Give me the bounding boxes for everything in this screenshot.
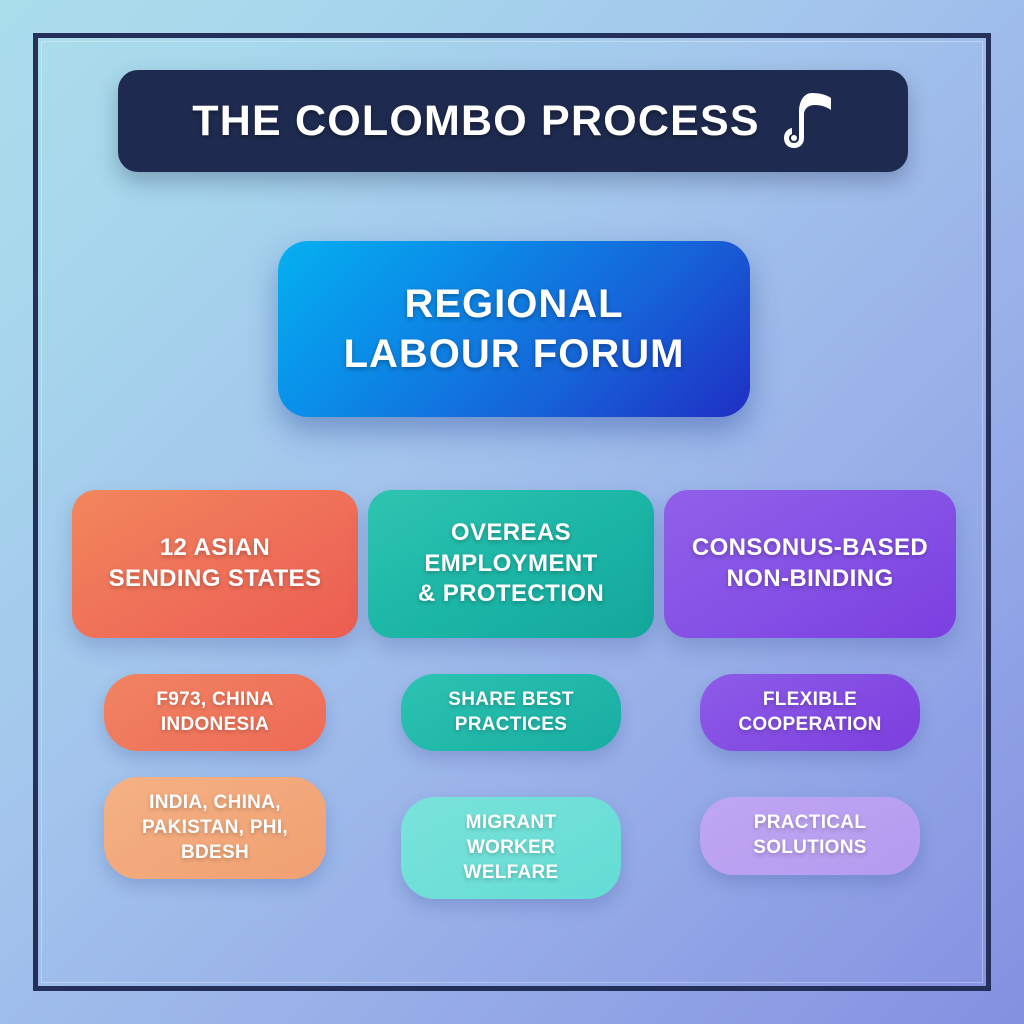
title-banner: THE COLOMBO PROCESS xyxy=(118,70,908,172)
sub-pill-3b-text: PRACTICAL SOLUTIONS xyxy=(753,812,867,859)
pillar-card-2-text: OVEREAS EMPLOYMENT & PROTECTION xyxy=(417,518,605,608)
sub-pill-1b[interactable]: INDIA, CHINA, PAKISTAN, PHI, BDESH xyxy=(104,777,326,880)
page-title: THE COLOMBO PROCESS xyxy=(192,96,760,145)
hero-line-1: REGIONAL xyxy=(404,281,624,326)
pillar-card-1-text: 12 ASIAN SENDING STATES xyxy=(108,534,322,592)
hero-line-2: LABOUR FORUM xyxy=(343,332,685,376)
sub-pill-3a[interactable]: FLEXIBLE COOPERATION xyxy=(700,674,920,752)
sub-pill-2b-text: MIGRANT WORKER WELFARE xyxy=(463,812,559,883)
sub-pill-2a[interactable]: SHARE BEST PRACTICES xyxy=(401,674,621,752)
pillar-card-3-text: CONSONUS-BASED NON-BINDING xyxy=(691,534,929,592)
sub-pill-1a-text: F973, CHINA INDONESIA xyxy=(156,689,274,735)
column-consensus-based: CONSONUS-BASED NON-BINDING FLEXIBLE COOP… xyxy=(664,490,956,899)
sub-pill-2b[interactable]: MIGRANT WORKER WELFARE xyxy=(401,797,621,900)
pillar-card-1[interactable]: 12 ASIAN SENDING STATES xyxy=(72,490,358,638)
sub-pill-2a-text: SHARE BEST PRACTICES xyxy=(448,689,574,735)
column-overseas-employment: OVEREAS EMPLOYMENT & PROTECTION SHARE BE… xyxy=(368,490,654,900)
sub-pill-1a[interactable]: F973, CHINA INDONESIA xyxy=(104,674,326,752)
hero-card: REGIONAL LABOUR FORUM xyxy=(278,241,750,417)
pillar-columns: 12 ASIAN SENDING STATES F973, CHINA INDO… xyxy=(72,490,956,900)
sub-pill-1b-text: INDIA, CHINA, PAKISTAN, PHI, BDESH xyxy=(141,792,288,863)
pillar-card-2[interactable]: OVEREAS EMPLOYMENT & PROTECTION xyxy=(368,490,654,638)
pillar-card-3[interactable]: CONSONUS-BASED NON-BINDING xyxy=(664,490,956,638)
column-sending-states: 12 ASIAN SENDING STATES F973, CHINA INDO… xyxy=(72,490,358,899)
sub-pill-3b[interactable]: PRACTICAL SOLUTIONS xyxy=(700,797,920,875)
ornamental-flag-glyph-icon xyxy=(783,93,831,148)
sub-pill-3a-text: FLEXIBLE COOPERATION xyxy=(738,689,882,735)
